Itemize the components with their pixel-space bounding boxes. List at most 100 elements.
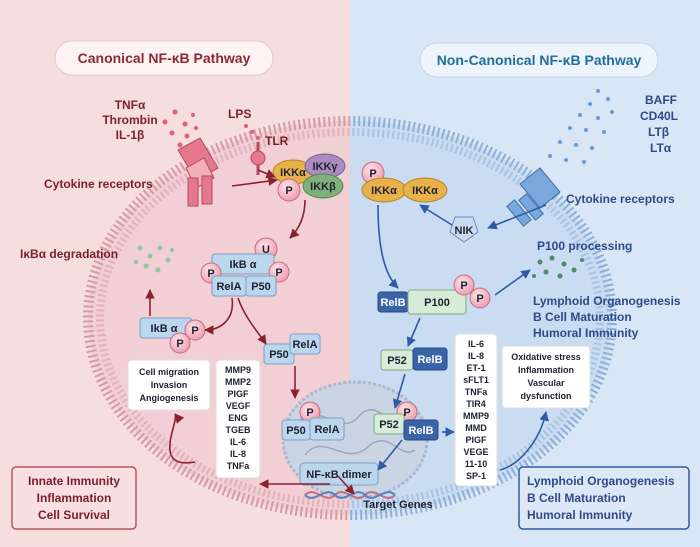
ikb-complex bbox=[200, 237, 290, 297]
p50-rela-pair bbox=[263, 333, 321, 365]
ligand-cd40l: CD40L bbox=[640, 109, 678, 123]
ikba-small-p2: P bbox=[176, 338, 183, 350]
gene-right-7: MMP9 bbox=[463, 411, 489, 421]
ikk-beta-left: IKKβ bbox=[310, 181, 336, 193]
ligand-lta: LTα bbox=[650, 141, 672, 155]
outcomes-box bbox=[127, 359, 211, 411]
p100-p2: P bbox=[476, 293, 483, 305]
ikb-p2: P bbox=[275, 267, 282, 279]
canonical-title: Canonical NF-κB Pathway bbox=[78, 50, 251, 66]
innate-immunity-box bbox=[11, 466, 137, 530]
lps-label: LPS bbox=[228, 107, 251, 121]
target-genes: Target Genes bbox=[363, 499, 433, 511]
ikb-rela: RelA bbox=[216, 281, 241, 293]
gene-left-4: VEGF bbox=[226, 401, 251, 411]
genes-box-left bbox=[215, 359, 261, 479]
ikba-small-p1: P bbox=[191, 325, 198, 337]
p100-p1: P bbox=[460, 280, 467, 292]
degradation-dots bbox=[134, 245, 174, 273]
gene-right-3: ET-1 bbox=[466, 363, 485, 373]
genes-right: IL-6 IL-8 ET-1 sFLT1 TNFa TIR4 MMP9 MMD … bbox=[463, 339, 489, 481]
lymphoid-box-2: B Cell Maturation bbox=[527, 491, 626, 505]
ligand-baff: BAFF bbox=[645, 93, 677, 107]
p52-label-cyto: P52 bbox=[387, 355, 407, 367]
nuc-p-right: P bbox=[403, 407, 410, 419]
genes-box-right bbox=[454, 333, 498, 487]
lymphoid-mid-3: Humoral Immunity bbox=[533, 326, 639, 340]
canonical-title-pill bbox=[54, 40, 274, 76]
gene-right-5: TNFa bbox=[465, 387, 488, 397]
ligand-dots-right bbox=[548, 89, 614, 164]
ligand-tnfa: TNFα bbox=[115, 98, 146, 112]
gene-right-9: PIGF bbox=[465, 435, 487, 445]
dna-helix bbox=[304, 491, 396, 499]
stress-4: dysfunction bbox=[521, 391, 572, 401]
ikba-degradation-label: IκBα degradation bbox=[20, 247, 118, 261]
nuc-p: P bbox=[306, 407, 313, 419]
nuc-p50-rela bbox=[281, 401, 345, 441]
lymphoid-mid-1: Lymphoid Organogenesis bbox=[533, 294, 681, 308]
nfkb-dimer: NF-κB dimer bbox=[306, 469, 372, 481]
tlr-receptor bbox=[250, 142, 266, 175]
gene-left-3: PIGF bbox=[227, 389, 249, 399]
ikb-p50: P50 bbox=[251, 281, 271, 293]
ikk-p-right: P bbox=[369, 168, 376, 180]
gene-left-6: TGEB bbox=[225, 425, 251, 435]
cytokine-receptor-right bbox=[506, 167, 561, 227]
ikba-small-label: IkB α bbox=[151, 323, 178, 335]
nik-label: NIK bbox=[455, 225, 474, 237]
pair-rela: RelA bbox=[292, 339, 317, 351]
nuc-p52-relb bbox=[373, 401, 439, 441]
lymphoid-box-1: Lymphoid Organogenesis bbox=[527, 474, 675, 488]
ikk-alpha-right-1: IKKα bbox=[371, 185, 397, 197]
lymphoid-box bbox=[518, 466, 690, 530]
gene-left-9: TNFa bbox=[227, 461, 250, 471]
nuc-rela: RelA bbox=[314, 424, 339, 436]
ikk-p-left: P bbox=[285, 185, 292, 197]
cytokine-receptors-left-label: Cytokine receptors bbox=[44, 177, 153, 191]
p100-dots bbox=[532, 255, 584, 279]
relb-label-1: RelB bbox=[380, 297, 405, 309]
ligand-dots-left bbox=[162, 109, 198, 148]
ikk-complex-left bbox=[272, 153, 346, 202]
nuc-relb: RelB bbox=[408, 425, 433, 437]
relb-label-cyto: RelB bbox=[417, 354, 442, 366]
gene-right-2: IL-8 bbox=[468, 351, 484, 361]
ikb-u: U bbox=[262, 244, 270, 256]
relb-p100 bbox=[377, 274, 491, 315]
lymphoid-mid-2: B Cell Maturation bbox=[533, 310, 632, 324]
outcome-invasion: Invasion bbox=[151, 380, 188, 390]
p100-label: P100 bbox=[424, 297, 450, 309]
outcome-migration: Cell migration bbox=[139, 367, 199, 377]
ikb-p1: P bbox=[207, 268, 214, 280]
genes-left: MMP9 MMP2 PIGF VEGF ENG TGEB IL-6 IL-8 T… bbox=[225, 365, 251, 471]
cytokine-receptors-right-label: Cytokine receptors bbox=[566, 192, 675, 206]
gene-left-5: ENG bbox=[228, 413, 248, 423]
innate-cell-survival: Cell Survival bbox=[38, 508, 110, 522]
gene-right-10: VEGE bbox=[463, 447, 488, 457]
nuc-p52: P52 bbox=[379, 419, 399, 431]
gene-left-7: IL-6 bbox=[230, 437, 246, 447]
p100-processing-label: P100 processing bbox=[537, 239, 632, 253]
ligand-il1b: IL-1β bbox=[116, 128, 145, 142]
pair-p50: P50 bbox=[269, 349, 289, 361]
ligand-thrombin: Thrombin bbox=[102, 113, 157, 127]
ikb-alpha-label: IkB α bbox=[230, 259, 257, 271]
cytokine-receptor-left bbox=[177, 137, 219, 207]
ikk-gamma-left: IKKγ bbox=[312, 161, 338, 173]
non-canonical-title-pill bbox=[419, 42, 659, 78]
gene-right-11: 11-10 bbox=[465, 459, 488, 469]
ligand-ltb: LTβ bbox=[648, 125, 669, 139]
ikba-small bbox=[139, 317, 206, 354]
ikk-alpha-left: IKKα bbox=[280, 167, 306, 179]
stress-3: Vascular bbox=[527, 378, 565, 388]
lymphoid-box-3: Humoral Immunity bbox=[527, 508, 633, 522]
p52-relb-cyto bbox=[380, 347, 448, 371]
stress-box bbox=[501, 345, 591, 409]
innate-immunity: Innate Immunity bbox=[28, 474, 120, 488]
ikk-complex-right bbox=[361, 161, 448, 203]
gene-right-12: SP-1 bbox=[466, 471, 486, 481]
innate-inflammation: Inflammation bbox=[37, 491, 112, 505]
